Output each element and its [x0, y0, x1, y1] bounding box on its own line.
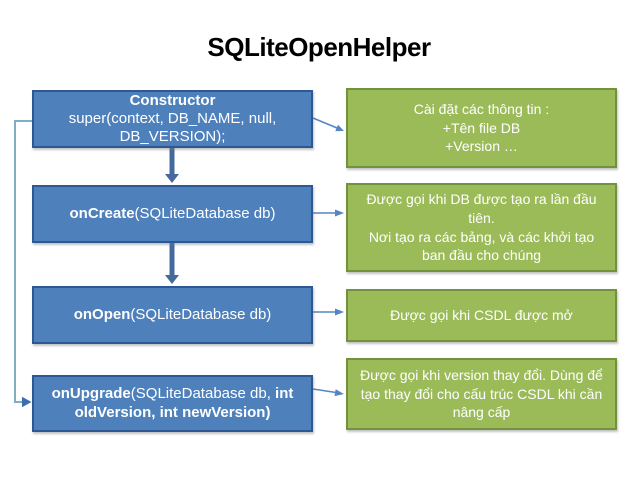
constructor-box-code-line2: DB_VERSION);: [119, 128, 226, 146]
onupgrade-note: Được gọi khi version thay đổi. Dùng để t…: [346, 358, 617, 430]
arrow-onupgrade-to-note: [312, 388, 344, 397]
constructor-box-title: Constructor: [129, 91, 216, 109]
oncreate-box: onCreate(SQLiteDatabase db): [32, 185, 313, 243]
constructor-box-code-line1: super(context, DB_NAME, null,: [68, 109, 277, 127]
arrow-constructor-to-note: [312, 117, 344, 132]
flow-arrow-constructor-to-oncreate: [165, 148, 179, 183]
arrow-onopen-to-note: [313, 308, 344, 316]
onopen-note: Được gọi khi CSDL được mở: [346, 289, 617, 342]
elbow-connector-constructor-to-onupgrade: [14, 120, 32, 408]
constructor-note: Cài đặt các thông tin : +Tên file DB +Ve…: [346, 88, 617, 168]
onupgrade-box-label: onUpgrade(SQLiteDatabase db, int oldVers…: [51, 385, 294, 421]
page-title: SQLiteOpenHelper: [207, 32, 431, 62]
onopen-box-label: onOpen(SQLiteDatabase db): [73, 305, 272, 323]
oncreate-box-label: onCreate(SQLiteDatabase db): [69, 204, 276, 222]
flow-arrow-oncreate-to-onopen: [165, 243, 179, 284]
onupgrade-box: onUpgrade(SQLiteDatabase db, int oldVers…: [32, 375, 313, 432]
onopen-box: onOpen(SQLiteDatabase db): [32, 286, 313, 344]
arrow-oncreate-to-note: [313, 209, 344, 217]
oncreate-note: Được gọi khi DB được tạo ra lần đầu tiên…: [346, 183, 617, 272]
constructor-box: Constructor super(context, DB_NAME, null…: [32, 90, 313, 148]
